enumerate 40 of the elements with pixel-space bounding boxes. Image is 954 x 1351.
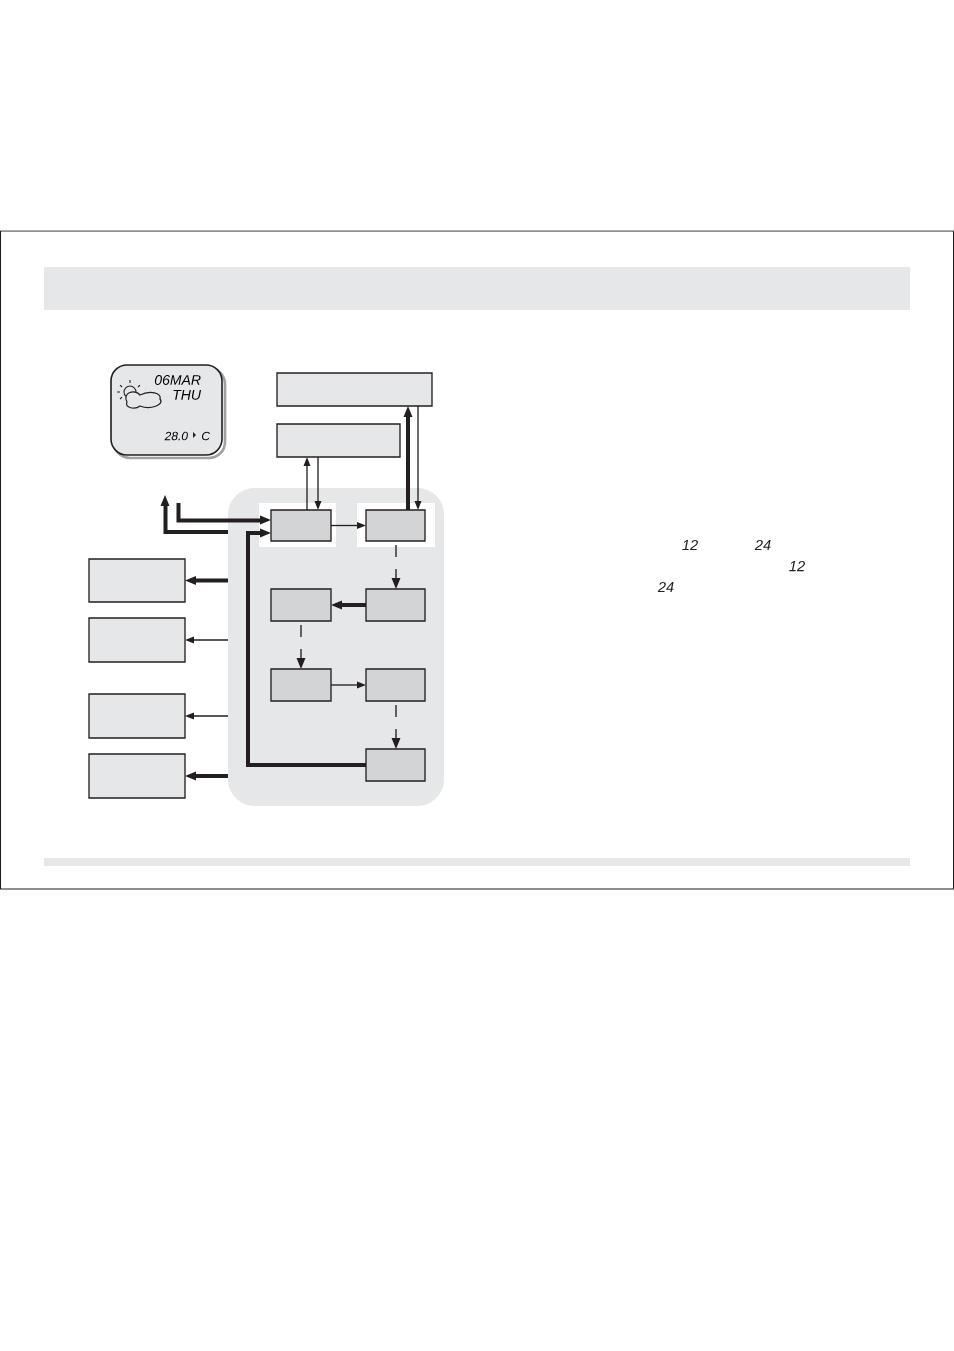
arrow — [303, 457, 311, 511]
display-box — [365, 588, 426, 622]
arrow — [176, 503, 271, 525]
arrow — [296, 624, 306, 669]
node-label: C — [202, 431, 211, 441]
display-box — [276, 372, 433, 407]
title-bar — [44, 267, 910, 310]
node-label: 06MAR — [154, 375, 201, 385]
option-number: 24 — [754, 539, 771, 551]
option-number: 12 — [789, 560, 805, 572]
display-box — [365, 748, 426, 782]
display-box — [88, 753, 186, 799]
node-label: THU — [173, 390, 202, 400]
option-number: 24 — [657, 581, 674, 593]
arrow — [160, 495, 228, 534]
arrow — [391, 704, 401, 749]
arrow — [185, 771, 228, 781]
arrow — [330, 522, 366, 529]
arrow — [246, 528, 366, 767]
watch-display: 06MAR THU 28.0 C — [110, 364, 227, 460]
arrow — [330, 681, 366, 689]
display-box — [88, 617, 186, 663]
arrow — [391, 544, 401, 589]
display-box — [276, 423, 401, 458]
display-box — [365, 509, 426, 542]
arrow — [185, 576, 228, 585]
arrow — [414, 405, 422, 510]
arrow — [314, 456, 322, 510]
display-box — [270, 668, 332, 702]
display-box — [270, 509, 332, 542]
display-box — [270, 588, 332, 622]
arrow — [185, 636, 229, 644]
display-box — [88, 693, 186, 739]
node-label: 28.0 — [164, 431, 188, 441]
arrow — [185, 712, 229, 720]
option-number: 12 — [682, 539, 698, 551]
arrow — [331, 600, 366, 610]
arrow — [403, 406, 413, 510]
display-box — [365, 668, 426, 702]
display-box — [88, 558, 186, 603]
